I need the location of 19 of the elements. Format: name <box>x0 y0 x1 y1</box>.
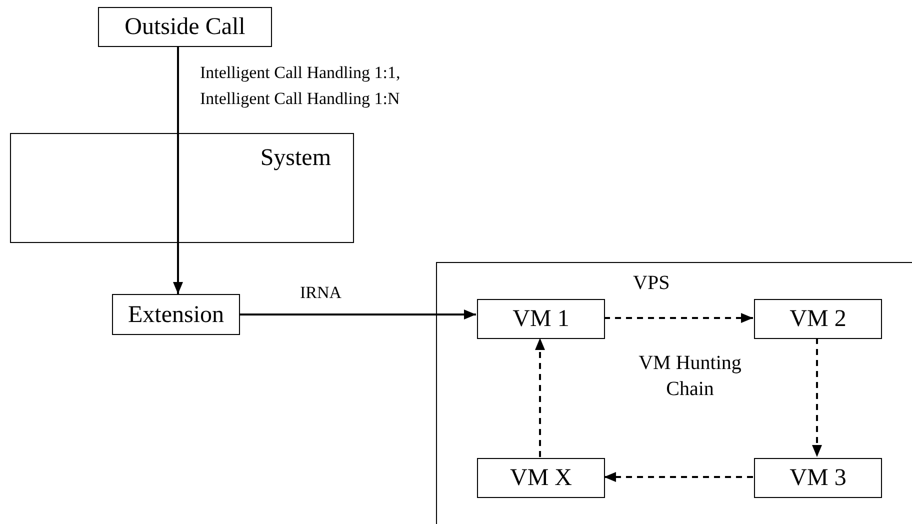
arrow <box>535 338 545 457</box>
chain-label: VM Hunting Chain <box>638 351 742 402</box>
arrow <box>173 243 183 294</box>
arrow <box>812 338 822 457</box>
edge-label: Intelligent Call Handling 1:1, Intelligent Call Handling 1:N <box>200 62 402 110</box>
group-title: VPS <box>633 273 670 293</box>
system-box <box>10 133 354 243</box>
process-box: VM X <box>477 458 605 498</box>
process-box: VM 3 <box>754 458 882 498</box>
process-box: Extension <box>112 294 240 335</box>
arrow <box>240 310 476 320</box>
process-box: VM 2 <box>754 299 882 339</box>
arrow <box>604 472 753 482</box>
arrow <box>604 313 753 323</box>
box-title: System <box>260 146 331 170</box>
edge-label: IRNA <box>300 282 342 304</box>
process-box: Outside Call <box>98 7 272 47</box>
group-box <box>436 262 912 524</box>
process-box: VM 1 <box>477 299 605 339</box>
